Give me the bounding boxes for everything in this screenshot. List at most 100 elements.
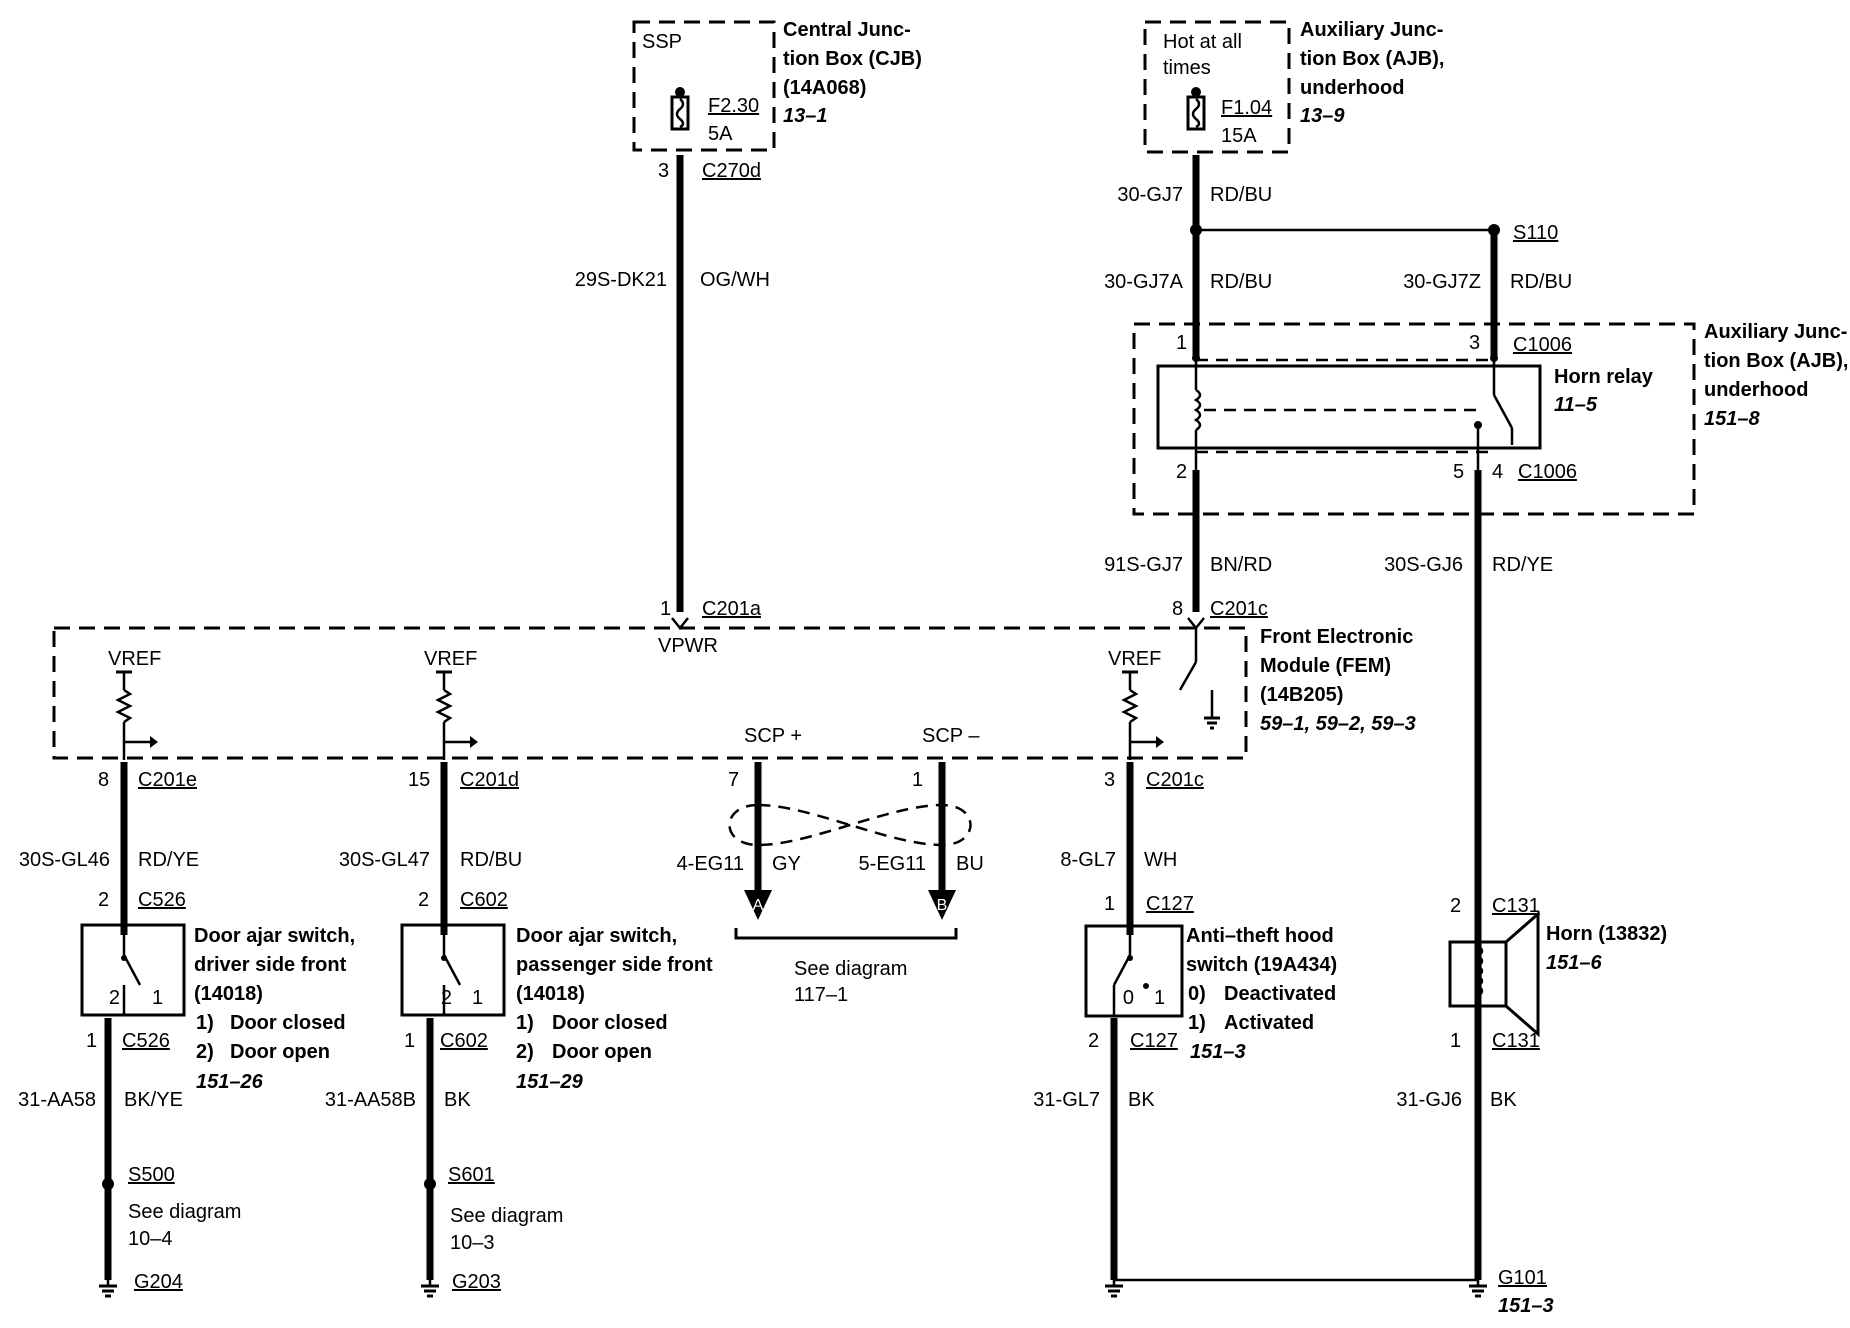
hood-title-line2: switch (19A434) — [1186, 954, 1337, 976]
cjb-title-line2: tion Box (CJB) — [783, 48, 922, 70]
hood-contact-1: 1 — [1154, 987, 1165, 1009]
door-driver-see-ref: 10–4 — [128, 1228, 173, 1250]
wire-30s-gl46-circuit: 30S-GL46 — [19, 849, 110, 871]
c127-top-pin: 1 — [1104, 893, 1115, 915]
cjb-title-line1: Central Junc- — [783, 19, 911, 41]
splice-s110-label: S110 — [1513, 222, 1558, 244]
connector-a-label: A — [753, 897, 764, 914]
scp-plus-pin: 7 — [728, 769, 739, 791]
wire-91s-gj7-color: BN/RD — [1210, 554, 1272, 576]
door-pass-contact-1: 1 — [472, 987, 483, 1009]
ajb-top-ref: 13–9 — [1300, 105, 1345, 127]
door-pass-state-1-num: 1) — [516, 1012, 534, 1034]
c602-top-pin: 2 — [418, 889, 429, 911]
ssp-label: SSP — [642, 31, 682, 53]
c526-bottom-pin: 1 — [86, 1030, 97, 1052]
door-driver-ref: 151–26 — [196, 1071, 264, 1093]
connector-b-label: B — [937, 897, 948, 914]
central-junction-box: SSP F2.30 5A Central Junc- tion Box (CJB… — [632, 19, 922, 152]
horn-branch: 2 C131 Horn (13832) 151–6 1 C131 31-GJ6 … — [1396, 895, 1667, 1317]
ajb-top-title-line3: underhood — [1300, 77, 1404, 99]
fem-title-line1: Front Electronic — [1260, 626, 1413, 648]
hood-state-0: Deactivated — [1224, 983, 1336, 1005]
scp-minus-label: SCP – — [922, 725, 980, 747]
door-pass-state-2-num: 2) — [516, 1041, 534, 1063]
vref-pullup-hood: VREF — [1108, 648, 1164, 760]
c131-bottom-connector: C131 — [1492, 1030, 1540, 1052]
wire-30s-gj6-color: RD/YE — [1492, 554, 1553, 576]
ajb-relay-title-line2: tion Box (AJB), — [1704, 350, 1848, 372]
door-ajar-switch-passenger-branch: 15 C201d 30S-GL47 RD/BU 2 C602 2 1 Door … — [325, 762, 713, 1298]
fuse-f2-30-icon — [670, 87, 690, 131]
vref-label-passenger: VREF — [424, 648, 477, 670]
c131-top-pin: 2 — [1450, 895, 1461, 917]
scp-twisted-pair: 7 1 4-EG11 GY 5-EG11 BU A B See diagram … — [677, 762, 984, 1006]
fem-title-line3: (14B205) — [1260, 684, 1343, 706]
horn-relay-box: 1 3 C1006 2 5 4 C1006 Horn relay 11–5 Au… — [1132, 321, 1848, 516]
hood-ref: 151–3 — [1190, 1041, 1246, 1063]
wire-31-gj6-circuit: 31-GJ6 — [1396, 1089, 1462, 1111]
c127-bottom-connector: C127 — [1130, 1030, 1178, 1052]
ajb-fuse-box: Hot at all times F1.04 15A Auxiliary Jun… — [1143, 19, 1444, 154]
hot-at-all-times-line1: Hot at all — [1163, 31, 1242, 53]
c526-top-pin: 2 — [98, 889, 109, 911]
wire-30-gj7-circuit: 30-GJ7 — [1117, 184, 1183, 206]
vref-label-driver: VREF — [108, 648, 161, 670]
wire-91s-gj7-circuit: 91S-GJ7 — [1104, 554, 1183, 576]
ground-g101-icon — [1467, 1278, 1489, 1298]
c201e-connector: C201e — [138, 769, 197, 791]
wire-30-gj7z-circuit: 30-GJ7Z — [1403, 271, 1481, 293]
fuse-f2-30-rating: 5A — [708, 123, 733, 145]
ajb-top-title-line2: tion Box (AJB), — [1300, 48, 1444, 70]
hood-switch-body — [1084, 924, 1184, 1018]
wire-30-gj7a-circuit: 30-GJ7A — [1104, 271, 1184, 293]
horn-relay-title: Horn relay — [1554, 366, 1654, 388]
ajb-relay-ref: 151–8 — [1704, 408, 1760, 430]
wire-30s-gj6-circuit: 30S-GJ6 — [1384, 554, 1463, 576]
wire-31-gl7-color: BK — [1128, 1089, 1155, 1111]
horn-ref: 151–6 — [1546, 952, 1602, 974]
relay-connector-top: C1006 — [1513, 334, 1572, 356]
c526-bottom-connector: C526 — [122, 1030, 170, 1052]
c201c-bottom-connector: C201c — [1146, 769, 1204, 791]
wire-29s-dk21-color: OG/WH — [700, 269, 770, 291]
hood-title-line1: Anti–theft hood — [1186, 925, 1334, 947]
wire-30s-gl47-color: RD/BU — [460, 849, 522, 871]
door-driver-contact-1: 1 — [152, 987, 163, 1009]
ground-g101-ref: 151–3 — [1498, 1295, 1554, 1317]
relay-pin-4: 4 — [1492, 461, 1503, 483]
splice-s601: S601 — [448, 1164, 495, 1186]
door-pass-state-2: Door open — [552, 1041, 652, 1063]
horn-relay-ref: 11–5 — [1554, 394, 1598, 416]
relay-connector-bottom: C1006 — [1518, 461, 1577, 483]
front-electronic-module: 1 C201a VPWR 8 C201c VREF VREF VREF — [52, 598, 1416, 760]
door-pass-ref: 151–29 — [516, 1071, 584, 1093]
c201d-pin: 15 — [408, 769, 430, 791]
c602-top-connector: C602 — [460, 889, 508, 911]
relay-pin-1: 1 — [1176, 332, 1187, 354]
door-driver-title-line1: Door ajar switch, — [194, 925, 355, 947]
vref-pullup-passenger: VREF — [424, 648, 478, 760]
door-switch-driver-body — [80, 923, 186, 1017]
relay-contact-icon — [1474, 356, 1514, 470]
c131-top-connector: C131 — [1492, 895, 1540, 917]
ground-g204-icon — [97, 1278, 119, 1298]
hood-state-0-num: 0) — [1188, 983, 1206, 1005]
fuse-f1-04-label: F1.04 — [1221, 97, 1272, 119]
door-driver-state-1: Door closed — [230, 1012, 346, 1034]
horn-title: Horn (13832) — [1546, 923, 1667, 945]
splice-s110: S110 — [1190, 222, 1558, 244]
c127-top-connector: C127 — [1146, 893, 1194, 915]
relay-pin-5: 5 — [1453, 461, 1464, 483]
scp-minus-pin: 1 — [912, 769, 923, 791]
door-driver-state-2-num: 2) — [196, 1041, 214, 1063]
c270d-connector: C270d — [702, 160, 761, 182]
c131-bottom-pin: 1 — [1450, 1030, 1461, 1052]
door-pass-see-ref: 10–3 — [450, 1232, 495, 1254]
relay-pin-3: 3 — [1469, 332, 1480, 354]
door-driver-state-1-num: 1) — [196, 1012, 214, 1034]
c201d-connector: C201d — [460, 769, 519, 791]
c201c-top-connector: C201c — [1210, 598, 1268, 620]
scp-see-diagram: See diagram — [794, 958, 907, 980]
